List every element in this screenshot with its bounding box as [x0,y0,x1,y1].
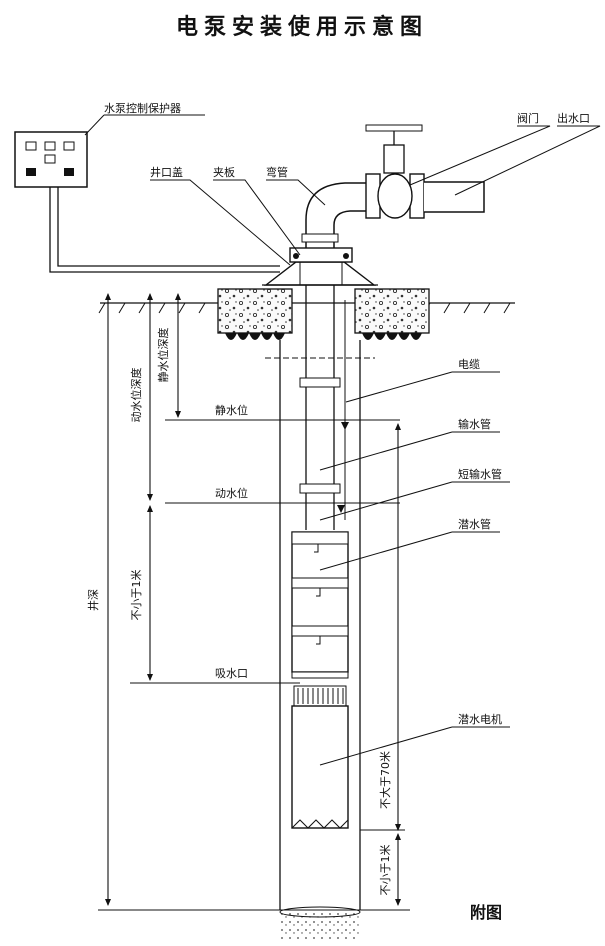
outlet-pipe [424,181,485,213]
valve-label: 阀门 [517,111,539,125]
static-level-label: 静水位 [215,403,248,417]
elbow-pipe [301,182,375,248]
valve [365,124,425,219]
delivery-pipe [299,255,346,530]
min-1m-lower-label: 不小于1米 [379,845,392,896]
intake-label: 吸水口 [215,667,248,680]
static-depth-label: 静水位深度 [156,328,170,383]
well-cap-label: 井口盖 [150,165,183,179]
controller-label: 水泵控制保护器 [104,101,181,115]
outlet-label: 出水口 [557,111,590,125]
submersible-pump-label: 潜水管 [458,517,491,531]
dynamic-depth-label: 动水位深度 [129,368,143,423]
delivery-pipe-label: 输水管 [458,417,491,431]
max-70m-label: 不大于70米 [378,751,392,809]
elbow-label: 弯管 [266,165,288,179]
well-depth-label: 井深 [86,589,100,611]
cable-run [49,187,280,273]
pump-body [291,531,349,829]
well-cap [262,247,378,286]
clamp-plate-label: 夹板 [213,165,235,179]
short-pipe-label: 短输水管 [458,467,502,481]
well-casing [265,340,375,940]
submersible-motor-label: 潜水电机 [458,712,502,726]
dynamic-level-label: 动水位 [215,486,248,500]
ground [98,302,515,314]
figure-caption: 附图 [470,903,502,922]
concrete-base [217,288,430,340]
pump-controller [14,131,88,188]
diagram-title: 电泵安装使用示意图 [176,14,428,40]
cable-label: 电缆 [458,358,480,371]
min-1m-upper-label: 不小于1米 [130,570,143,621]
